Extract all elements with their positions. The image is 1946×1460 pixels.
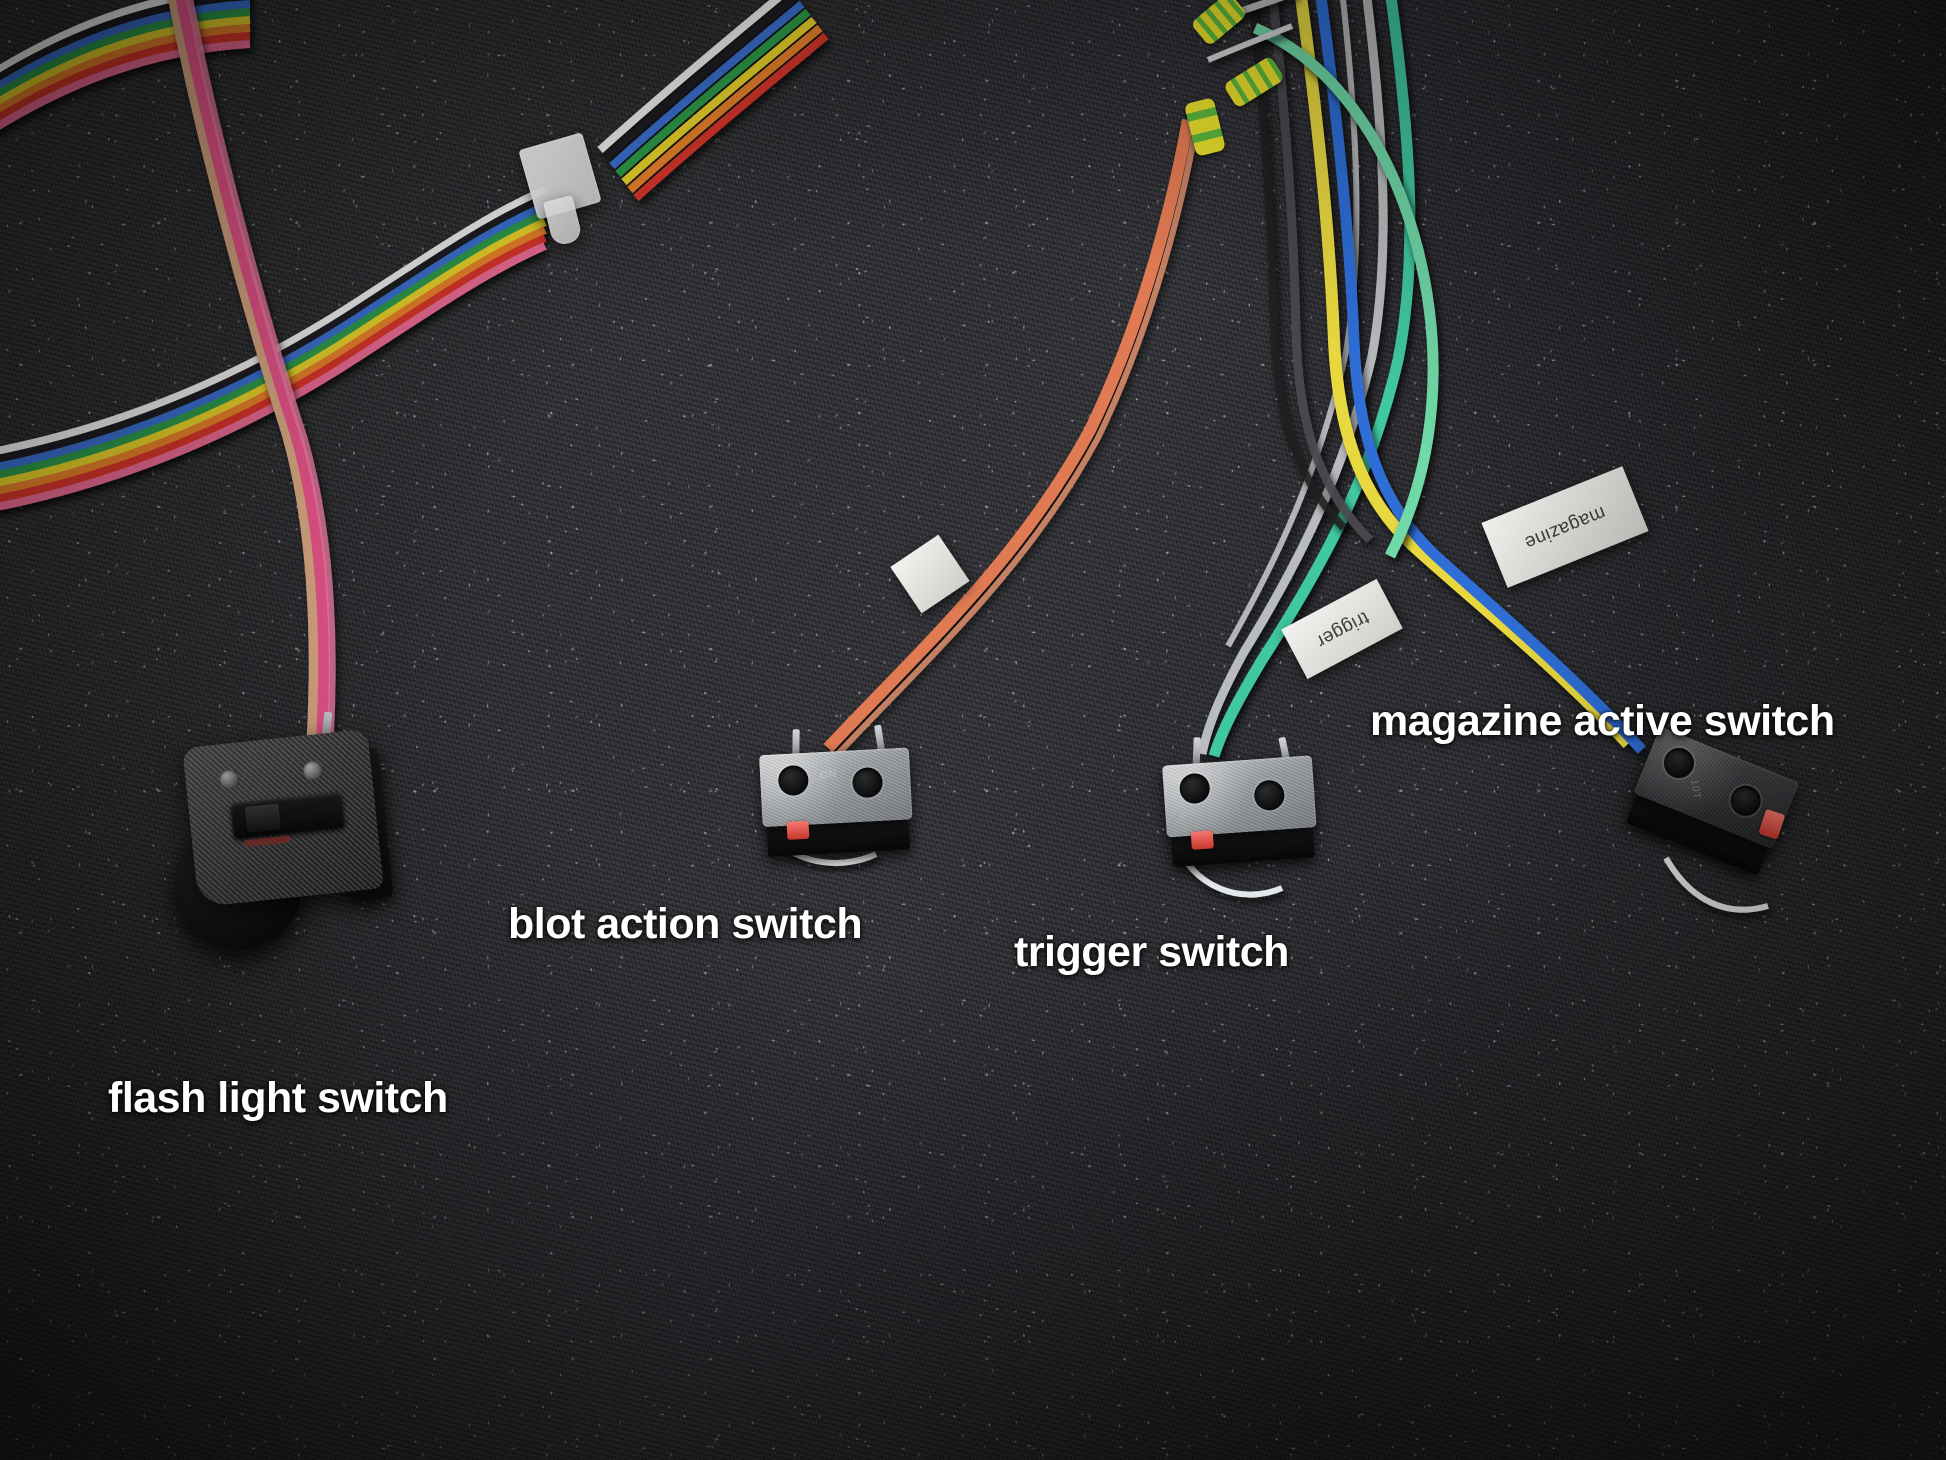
caption-flash-light-switch: flash light switch (108, 1074, 448, 1122)
caption-magazine-active-switch: magazine active switch (1370, 697, 1835, 745)
caption-blot-action-switch: blot action switch (508, 900, 863, 948)
caption-trigger-switch: trigger switch (1014, 928, 1289, 976)
